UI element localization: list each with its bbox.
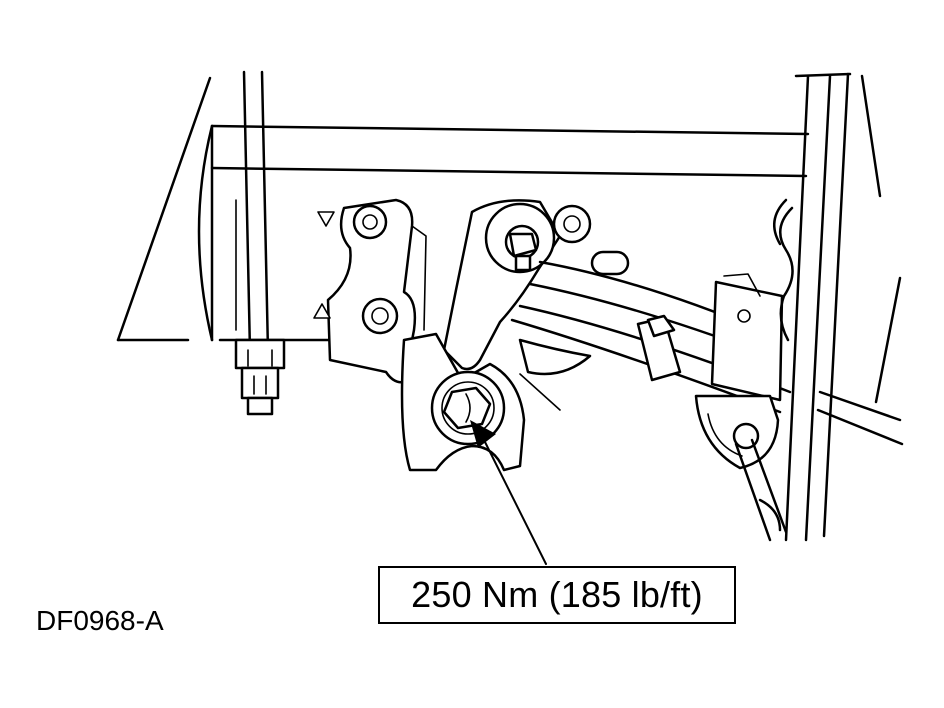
spring-hanger-bracket xyxy=(313,198,427,384)
torque-spec-label: 250 Nm (185 lb/ft) xyxy=(411,574,703,615)
figure-id-label: DF0968-A xyxy=(36,605,164,636)
body-edge xyxy=(590,198,794,342)
leader-arrow xyxy=(470,420,547,565)
left-frame-plate xyxy=(116,76,212,342)
torque-callout: 250 Nm (185 lb/ft) xyxy=(378,566,736,624)
shackle-bolt xyxy=(430,370,506,446)
shock-absorber xyxy=(732,422,788,542)
brake-line xyxy=(234,70,286,416)
right-frame-panel xyxy=(784,72,904,542)
